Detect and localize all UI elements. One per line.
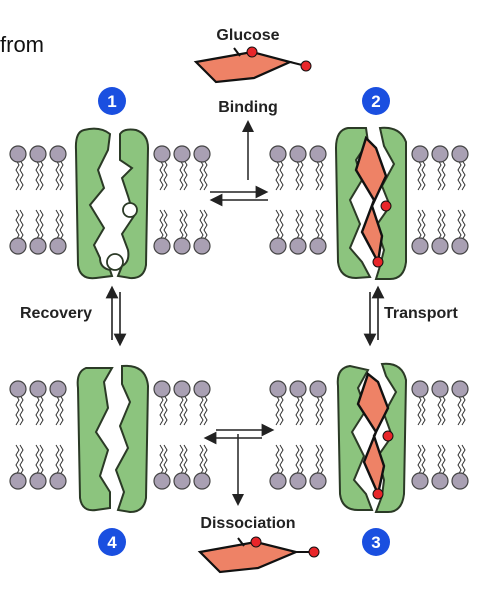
binding-label: Binding bbox=[218, 99, 278, 116]
dissociation-label: Dissociation bbox=[200, 515, 295, 532]
membrane-right bbox=[412, 146, 468, 254]
membrane-right bbox=[154, 146, 210, 254]
glucose-label: Glucose bbox=[216, 27, 279, 44]
transporter-protein bbox=[74, 127, 150, 280]
membrane-right bbox=[154, 381, 210, 489]
glucose-in-channel bbox=[356, 371, 390, 498]
membrane-right bbox=[412, 381, 468, 489]
transport-arrows bbox=[363, 285, 385, 347]
equilibrium-arrows-bottom bbox=[203, 423, 275, 445]
state-1-transporter: 1 bbox=[10, 87, 210, 280]
recovery-arrows bbox=[105, 285, 127, 347]
step-badge-3 bbox=[362, 528, 390, 556]
transport-label: Transport bbox=[384, 305, 458, 322]
membrane-left bbox=[10, 381, 66, 489]
equilibrium-arrows-top bbox=[209, 185, 269, 207]
step-badge-2 bbox=[362, 87, 390, 115]
transporter-protein bbox=[76, 364, 150, 514]
state-2-transporter: 2 bbox=[270, 87, 468, 280]
membrane-left bbox=[270, 381, 326, 489]
step-badge-1 bbox=[98, 87, 126, 115]
glucose-molecule-bottom bbox=[197, 536, 320, 574]
step-badge-4 bbox=[98, 528, 126, 556]
glucose-molecule-top: Glucose bbox=[193, 27, 312, 84]
recovery-label: Recovery bbox=[20, 305, 92, 322]
step-number-2: 2 bbox=[371, 92, 380, 111]
step-number-3: 3 bbox=[371, 533, 380, 552]
state-4-transporter: 4 bbox=[10, 364, 210, 556]
step-number-4: 4 bbox=[107, 533, 117, 552]
membrane-left bbox=[270, 146, 326, 254]
step-number-1: 1 bbox=[107, 92, 116, 111]
fragment-text: from bbox=[0, 32, 44, 57]
glucose-in-channel bbox=[354, 135, 388, 266]
membrane-left bbox=[10, 146, 66, 254]
state-3-transporter: 3 bbox=[270, 362, 468, 556]
